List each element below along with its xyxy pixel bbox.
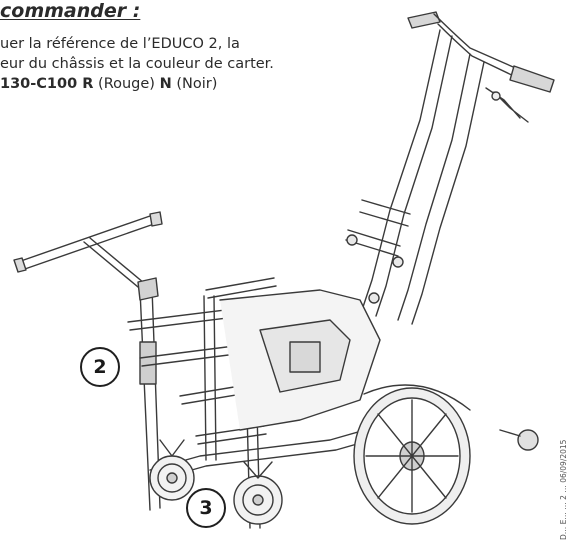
order-heading: commander : <box>0 0 141 22</box>
side-footer: D… E… … 2 … 06/09/2015 <box>559 362 568 540</box>
instructions-line-2: eur du châssis et la couleur de carter. <box>0 56 274 72</box>
order-instructions: uer la référence de l’EDUCO 2, la eur du… <box>0 34 274 94</box>
reference-code: 130-C100 R <box>0 76 94 92</box>
callout-2: 2 <box>80 347 120 387</box>
callout-3: 3 <box>186 488 226 528</box>
instructions-line-3: 130-C100 R (Rouge) N (Noir) <box>0 74 274 94</box>
handlebar-group <box>407 11 555 123</box>
side-footer-text: D… E… … 2 … 06/09/2015 <box>559 439 568 540</box>
color1-name: (Rouge) <box>98 76 155 92</box>
color2-name: (Noir) <box>176 76 218 92</box>
color2-code: N <box>159 76 172 92</box>
instructions-line-1: uer la référence de l’EDUCO 2, la <box>0 36 240 52</box>
